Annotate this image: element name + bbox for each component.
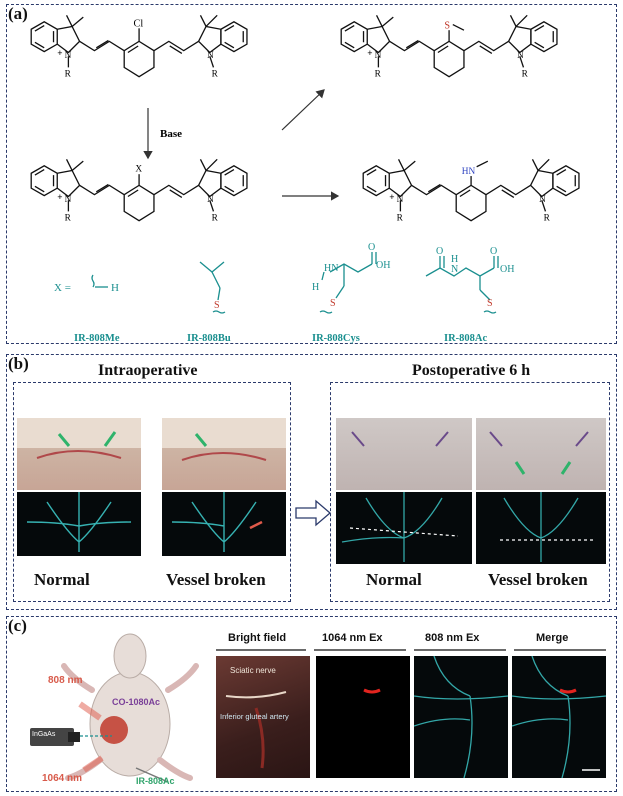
caption-intraop-broken: Vessel broken — [166, 570, 266, 589]
atom-r-4: R — [522, 70, 529, 80]
panel-c-label: (c) — [8, 616, 27, 635]
panel-c-frame — [6, 616, 617, 792]
photo-intraop-normal-fluor — [17, 492, 141, 556]
photo-bright-field: Sciatic nerve Inferior gluteal artery — [216, 656, 310, 778]
atom-nplus-2: + — [367, 49, 372, 59]
col-bright-field: Bright field — [228, 632, 287, 644]
atom-n-ac: N — [451, 264, 458, 275]
atom-h-cys: H — [312, 282, 319, 293]
photo-merge — [512, 656, 606, 778]
photo-postop-broken-fluor — [476, 492, 606, 564]
atom-s-bu: S — [214, 300, 220, 311]
atom-nplus-4: + — [389, 193, 394, 203]
panel-b-frame — [6, 354, 617, 610]
atom-r-8: R — [544, 214, 551, 224]
caption-intraop-normal: Normal — [34, 570, 90, 589]
x-h: H — [111, 282, 119, 294]
atom-n-5: N — [65, 195, 72, 205]
panel-b-label: (b) — [8, 354, 29, 373]
laser-808-label: 808 nm — [48, 675, 83, 686]
photo-postop-normal-bright — [336, 418, 472, 490]
atom-n-4: N — [517, 51, 524, 61]
panel-a-label: (a) — [8, 4, 28, 23]
atom-n-6: N — [207, 195, 214, 205]
atom-s-cys: S — [330, 298, 336, 309]
atom-oh-cys: OH — [376, 260, 390, 271]
photo-808-ex — [414, 656, 508, 778]
atom-n-1: N — [65, 51, 72, 61]
base-label: Base — [160, 128, 182, 140]
photo-intraop-normal-bright — [17, 418, 141, 490]
atom-o-ac2: O — [490, 246, 497, 257]
group-title-intraoperative: Intraoperative — [98, 362, 198, 379]
atom-n-3: N — [375, 51, 382, 61]
probe-co1080ac-label: CO-1080Ac — [112, 697, 161, 707]
atom-s-top: S — [444, 20, 450, 31]
arrow-to-s — [281, 89, 325, 131]
atom-h-ac: H — [451, 254, 458, 265]
photo-1064-ex — [316, 656, 410, 778]
atom-oh-ac: OH — [500, 264, 514, 275]
photo-postop-broken-bright — [476, 418, 606, 490]
atom-cl: Cl — [134, 18, 144, 29]
postop-box — [330, 382, 610, 602]
atom-hn: HN — [462, 167, 476, 177]
atom-n-8: N — [539, 195, 546, 205]
photo-intraop-broken-fluor — [162, 492, 286, 556]
mouse-illustration — [30, 633, 199, 783]
atom-r-7: R — [397, 214, 404, 224]
compound-name-bu: IR-808Bu — [187, 333, 231, 344]
group-arrow — [295, 499, 331, 527]
label-inferior-gluteal-artery: Inferior gluteal artery — [220, 712, 289, 721]
atom-x: X — [135, 164, 142, 174]
laser-1064-label: 1064 nm — [42, 773, 83, 784]
atom-r-3: R — [375, 70, 382, 80]
atom-r-6: R — [212, 214, 219, 224]
group-title-postoperative: Postoperative 6 h — [412, 362, 531, 379]
atom-r-2: R — [212, 70, 219, 80]
caption-postop-normal: Normal — [366, 570, 422, 589]
atom-o-cys: O — [368, 242, 375, 253]
atom-nplus-3: + — [57, 193, 62, 203]
atom-o-ac1: O — [436, 246, 443, 257]
atom-r-1: R — [65, 70, 72, 80]
atom-s-ac: S — [487, 298, 493, 309]
camera-ingaas-label: InGaAs — [32, 731, 56, 738]
atom-nplus-1: + — [57, 49, 62, 59]
atom-hn-cys: HN — [324, 263, 338, 274]
photo-postop-normal-fluor — [336, 492, 472, 564]
x-equals: X = — [54, 282, 71, 294]
col-808-ex: 808 nm Ex — [425, 632, 480, 644]
intraop-box — [13, 382, 291, 602]
panel-a-frame — [6, 4, 617, 344]
atom-n-2: N — [207, 51, 214, 61]
atom-n-7: N — [397, 195, 404, 205]
column-underlines — [216, 649, 606, 651]
caption-postop-broken: Vessel broken — [488, 570, 588, 589]
photo-intraop-broken-bright — [162, 418, 286, 490]
compound-name-ac: IR-808Ac — [444, 333, 488, 344]
label-sciatic-nerve: Sciatic nerve — [230, 666, 276, 675]
col-merge: Merge — [536, 632, 569, 644]
col-1064-ex: 1064 nm Ex — [322, 632, 383, 644]
compound-name-cys: IR-808Cys — [312, 333, 360, 344]
probe-ir808ac-label: IR-808Ac — [136, 776, 175, 786]
panel-a-schemes: Cl N + R N R S N + R N R X N + R N R HN … — [30, 14, 580, 314]
compound-name-me: IR-808Me — [74, 333, 120, 344]
atom-r-5: R — [65, 214, 72, 224]
